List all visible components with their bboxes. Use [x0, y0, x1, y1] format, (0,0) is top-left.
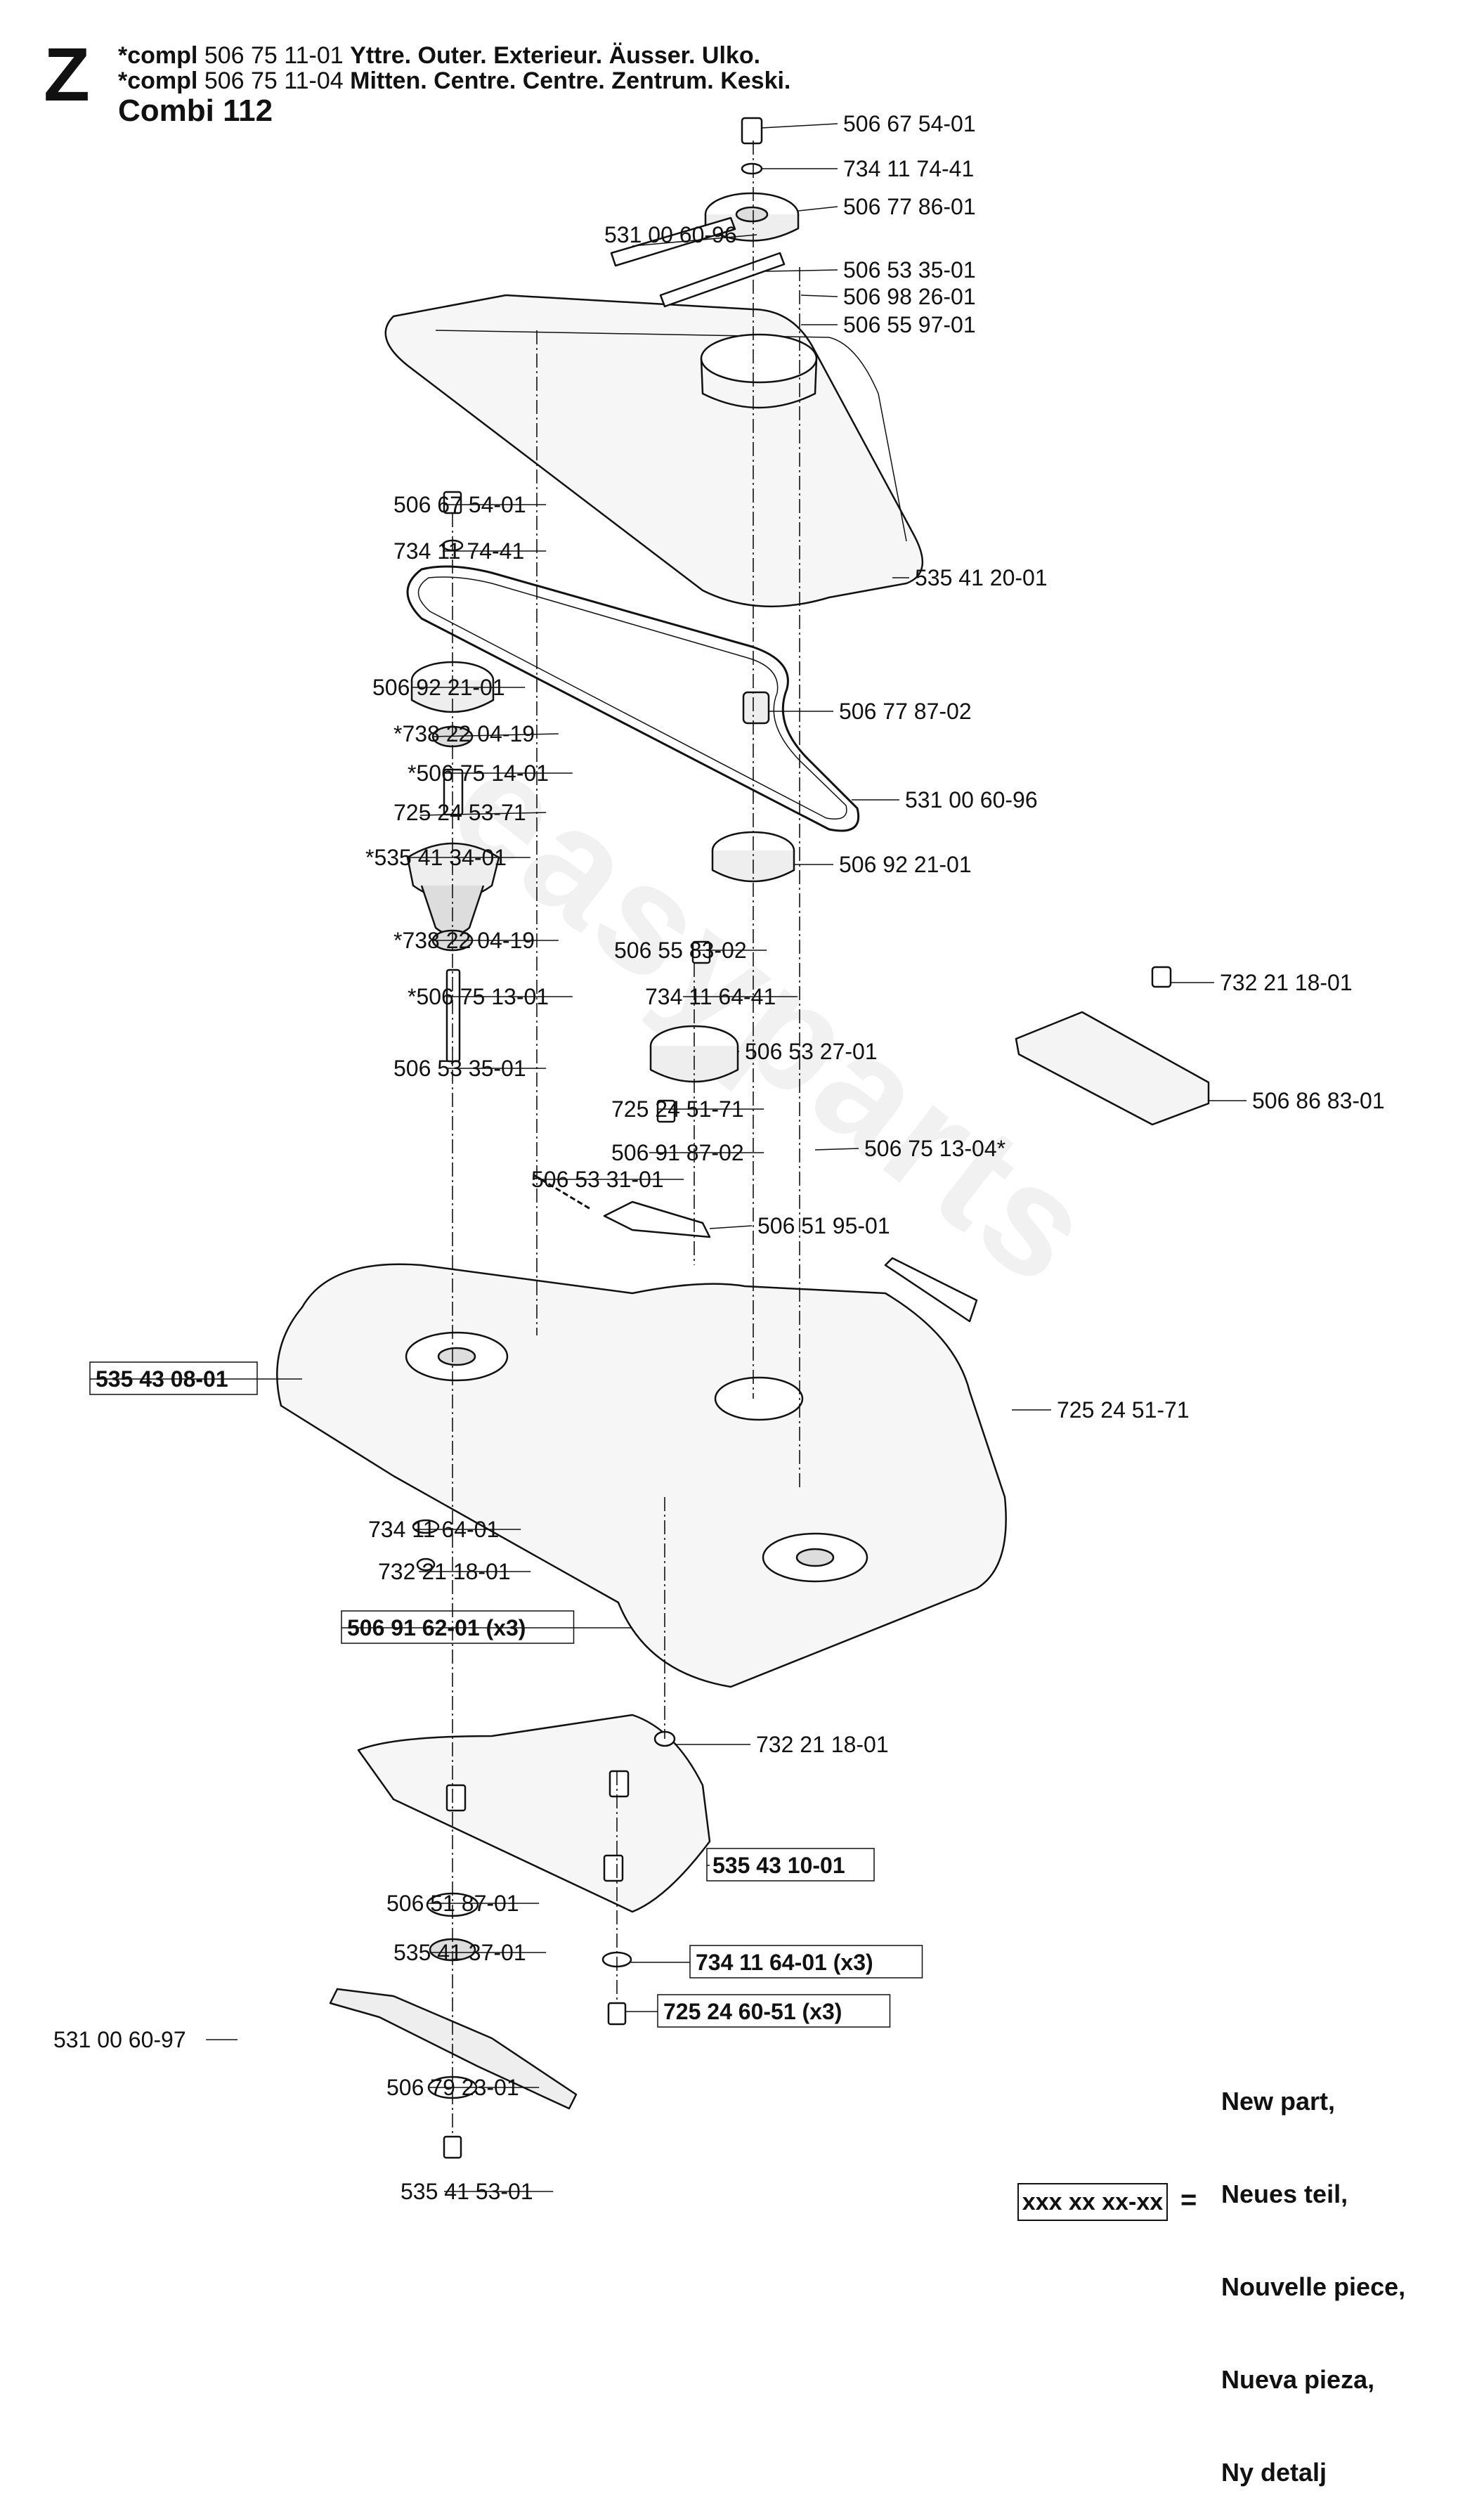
part-number-label: 535 41 20-01 — [915, 565, 1048, 590]
part-number-label: *506 75 14-01 — [408, 760, 549, 786]
part-number-label: 725 24 60-51 (x3) — [663, 1999, 842, 2024]
part-number-label: 506 86 83-01 — [1252, 1088, 1385, 1113]
legend-text: New part, Neues teil, Nouvelle piece, Nu… — [1221, 2024, 1405, 2519]
new-part-box — [689, 1945, 923, 1979]
part-number-label: 734 11 64-01 (x3) — [696, 1950, 873, 1975]
leader-line — [709, 1225, 753, 1229]
part-number-label: 734 11 74-41 — [393, 538, 524, 564]
part-number-label: 531 00 60-97 — [53, 2027, 186, 2052]
part-number-label: 506 53 31-01 — [531, 1167, 664, 1192]
legend-line: New part, — [1221, 2087, 1336, 2116]
part-number-label: 506 91 62-01 (x3) — [347, 1615, 526, 1640]
part-number-label: 506 51 95-01 — [757, 1213, 890, 1238]
part-number-label: 535 41 37-01 — [393, 1940, 526, 1965]
part-number-label: 506 98 26-01 — [843, 284, 976, 309]
header-line-2-text: Mitten. Centre. Centre. Zentrum. Keski. — [350, 67, 791, 94]
model-name: Combi 112 — [118, 93, 273, 128]
part-number-label: *738 22 04-19 — [393, 721, 535, 746]
section-letter: Z — [44, 32, 90, 117]
legend-equals: = — [1180, 2184, 1197, 2215]
leader-line — [798, 206, 838, 212]
part-number-label: *738 22 04-19 — [393, 928, 535, 953]
part-number-label: 531 00 60-96 — [604, 222, 737, 247]
part-number-label: 531 00 60-96 — [905, 787, 1038, 812]
new-part-box — [657, 1994, 891, 2028]
part-number-label: 732 21 18-01 — [378, 1559, 511, 1584]
part-number-label: 725 24 53-71 — [393, 800, 526, 825]
legend-line: Neues teil, — [1221, 2180, 1348, 2208]
legend-line: Ny detalj — [1221, 2458, 1327, 2487]
leader-line — [432, 733, 559, 737]
header-line-2-prefix: *compl — [118, 67, 198, 94]
part-number-label: 506 92 21-01 — [372, 675, 505, 700]
new-part-box — [706, 1848, 875, 1882]
parts-diagram: 506 67 54-01 734 11 74-41 506 77 86-01 531 … — [53, 111, 1385, 2204]
part-number-label: 506 55 83-02 — [614, 938, 747, 963]
legend-line: Nouvelle piece, — [1221, 2272, 1406, 2301]
part-number-label: 506 77 86-01 — [843, 194, 976, 219]
tension-arm — [603, 1200, 711, 1238]
v-belt — [406, 565, 859, 832]
header-line-1: *compl 506 75 11-01 Yttre. Outer. Exteri… — [118, 44, 760, 67]
leader-line — [761, 123, 838, 129]
part-number-label: *535 41 34-01 — [365, 845, 507, 870]
part-number-label: 506 91 87-02 — [611, 1140, 744, 1165]
part-number-label: 506 53 27-01 — [745, 1039, 878, 1064]
header-line-1-prefix: *compl — [118, 42, 198, 69]
part-number-label: 734 11 64-41 — [645, 984, 776, 1009]
mower-blade — [329, 1988, 578, 2110]
part-number-label: 506 92 21-01 — [839, 852, 972, 877]
header-line-1-number: 506 75 11-01 — [204, 42, 344, 69]
header-line-1-text: Yttre. Outer. Exterieur. Äusser. Ulko. — [350, 42, 761, 69]
blade-holder — [357, 1714, 711, 1913]
header-line-2: *compl 506 75 11-04 Mitten. Centre. Cent… — [118, 69, 790, 93]
header-line-2-number: 506 75 11-04 — [204, 67, 344, 94]
leader-line — [800, 294, 838, 297]
legend-line: Nueva pieza, — [1221, 2365, 1375, 2394]
legend-box: xxx xx xx-xx — [1017, 2183, 1168, 2221]
right-bracket — [1015, 1011, 1210, 1126]
part-number-label: 734 11 64-01 — [368, 1517, 499, 1542]
part-number-label: 506 79 23-01 — [386, 2075, 519, 2100]
leader-line — [632, 234, 757, 247]
part-number-label: 725 24 51-71 — [611, 1096, 744, 1122]
new-part-box — [89, 1361, 258, 1395]
part-number-label: 734 11 74-41 — [843, 156, 974, 181]
part-number-label: 725 24 51-71 — [1057, 1397, 1190, 1423]
leader-line — [765, 269, 838, 272]
part-number-label: 535 43 08-01 — [96, 1366, 228, 1392]
part-number-label: 506 51 87-01 — [386, 1891, 519, 1916]
part-number-label: 506 67 54-01 — [843, 111, 976, 136]
part-number-label: 506 77 87-02 — [839, 699, 972, 724]
part-number-label: 535 43 10-01 — [712, 1853, 845, 1878]
part-number-label: 732 21 18-01 — [756, 1732, 889, 1757]
leader-line — [814, 1148, 859, 1151]
part-number-label: 506 67 54-01 — [393, 492, 526, 517]
part-number-label: *506 75 13-01 — [408, 984, 549, 1009]
part-number-label: 506 53 35-01 — [843, 257, 976, 283]
leader-line — [419, 812, 547, 816]
part-number-label: 506 75 13-04* — [864, 1136, 1005, 1161]
part-number-label: 506 53 35-01 — [393, 1056, 526, 1081]
new-part-box — [341, 1610, 575, 1644]
part-number-label: 506 55 97-01 — [843, 312, 976, 337]
part-number-label: 732 21 18-01 — [1220, 970, 1353, 995]
part-number-label: 535 41 53-01 — [401, 2179, 533, 2204]
